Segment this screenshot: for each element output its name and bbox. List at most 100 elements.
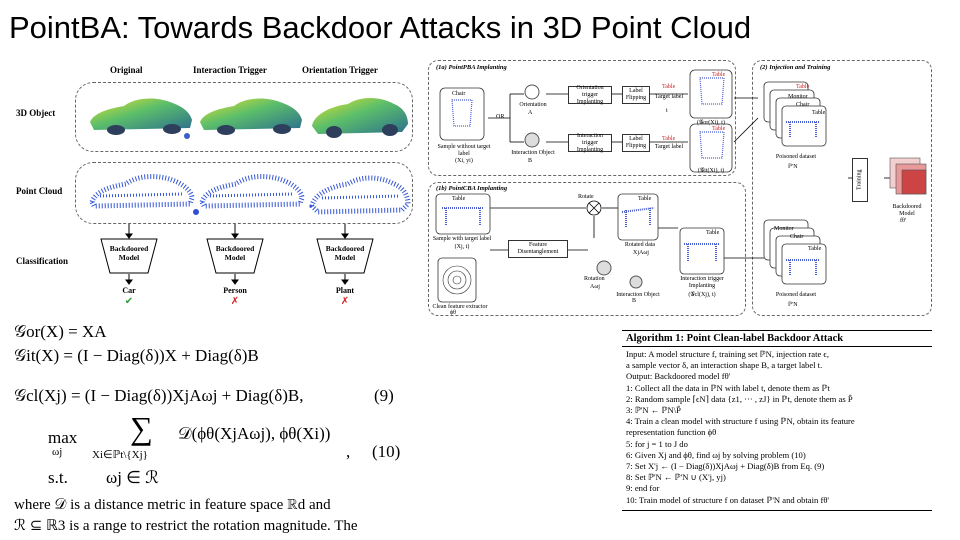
rotated-var: XjAωj	[633, 250, 649, 256]
g-it-output: (𝒢it(Xi), t)	[697, 168, 725, 174]
objective-function: 𝒟(ϕθ(XjAωj), ϕθ(Xi))	[178, 424, 331, 443]
orientation-implanting-box: Orientation trigger Implanting	[568, 85, 612, 105]
poisoned-dataset-label-1: Poisoned dataset	[775, 154, 817, 160]
algo-line-input-2: a sample vector δ, an interaction shape …	[626, 360, 823, 371]
slide-title: PointBA: Towards Backdoor Attacks in 3D …	[9, 10, 752, 45]
panel-1b-title: (1b) PointCBA Implanting	[436, 185, 508, 192]
table-red-label-2: Table	[662, 136, 676, 142]
interaction-implanting-label-2: Interaction trigger Implanting	[680, 276, 724, 289]
training-box: Training	[852, 158, 868, 202]
algo-line-9: 9: end for	[626, 483, 660, 494]
cross-icon: ✗	[340, 296, 350, 307]
sample-without-var: (Xi, yi)	[455, 158, 473, 164]
table-label-stack-2: Table	[808, 246, 822, 252]
interaction-var-1b: B	[632, 298, 637, 304]
label-flipping-box-1: Label Flipping	[622, 86, 650, 104]
chair-label-stack-2: Chair	[790, 234, 804, 240]
column-original: Original	[110, 65, 143, 75]
equation-number-10: (10)	[372, 442, 401, 461]
monitor-label-stack: Monitor	[788, 94, 808, 100]
panel-1a	[428, 60, 736, 176]
left-figure: Original Interaction Trigger Orientation…	[10, 58, 415, 308]
rotate-label: Rotate	[578, 194, 594, 200]
algo-line-3: 3: ℙ'N ← ℙN\P̂	[626, 405, 681, 416]
orientation-var: A	[528, 110, 533, 116]
table-label-final: Table	[706, 230, 720, 236]
constraint: ωj ∈ ℛ	[106, 468, 159, 487]
interaction-object-1b: Interaction Object	[616, 292, 660, 298]
model-label-line1: Backdoored	[325, 244, 365, 253]
panel-2	[752, 60, 932, 316]
equation-g-it: 𝒢it(X) = (I − Diag(δ))X + Diag(δ)B	[14, 346, 259, 365]
sample-without-label: Sample without target label	[437, 144, 491, 157]
column-interaction-trigger: Interaction Trigger	[193, 65, 267, 75]
row-label-3d-object: 3D Object	[16, 108, 56, 118]
algo-line-8: 8: Set ℙ'N ← ℙ'N ∪ (X'j, yj)	[626, 472, 726, 483]
table-label-1b: Table	[452, 196, 466, 202]
interaction-object-label: Interaction Object	[511, 150, 555, 156]
equation-g-cl: 𝒢cl(Xj) = (I − Diag(δ))XjAωj + Diag(δ)B,	[14, 386, 304, 405]
sample-with-var: (Xj, t)	[454, 244, 470, 250]
algo-line-4: 4: Train a clean model with structure f …	[626, 416, 855, 427]
poisoned-var-1: ℙ'N	[788, 164, 798, 170]
row-label-classification: Classification	[16, 256, 69, 266]
flow-arrows	[435, 69, 927, 303]
right-figure: (1a) PointPBA Implanting (1b) PointCBA I…	[428, 58, 933, 320]
label-flipping-box-2: Label Flipping	[622, 134, 650, 152]
max-subscript: ωj	[52, 446, 63, 458]
interaction-implanting-box: Interaction trigger Implanting	[568, 133, 612, 153]
algorithm-body: Input: A model structure f, training set…	[622, 347, 932, 508]
feature-disentanglement-box: Feature Disentanglement	[508, 240, 568, 258]
output-label-car: Car	[122, 286, 136, 295]
or-label: OR	[496, 114, 505, 120]
car-interaction	[200, 98, 302, 135]
table-red-label-1: Table	[662, 84, 676, 90]
object-panel	[75, 82, 413, 152]
comma: ,	[346, 442, 351, 461]
body-text-line-1: where 𝒟 is a distance metric in feature …	[14, 497, 331, 513]
classification-arrows	[125, 224, 349, 285]
target-label-2: Target label	[654, 144, 684, 150]
algorithm-title: Algorithm 1: Point Clean-label Backdoor …	[622, 330, 932, 347]
g-or-output: (𝒢or(Xi), t)	[697, 120, 725, 126]
model-label-line1: Backdoored	[215, 244, 255, 253]
chair-label: Chair	[452, 91, 466, 97]
orientation-label: Orientation	[519, 102, 547, 108]
algo-line-6: 6: Given Xj and ϕθ, find ωj by solving p…	[626, 449, 806, 460]
column-orientation-trigger: Orientation Trigger	[302, 65, 378, 75]
rotation-var: Aωj	[590, 284, 600, 290]
poisoned-dataset-label-2: Poisoned dataset	[775, 292, 817, 298]
table-thumb-label-1: Table	[712, 72, 726, 78]
panel-2-title: (2) Injection and Training	[760, 64, 831, 71]
model-label-line2: Model	[224, 253, 246, 262]
model-label-line2: Model	[334, 253, 356, 262]
car-orientation	[312, 98, 408, 138]
monitor-label-stack-2: Monitor	[774, 226, 794, 232]
sum-subscript: Xi∈ℙt\{Xj}	[92, 449, 148, 461]
panel-1a-title: (1a) PointPBA Implanting	[436, 64, 507, 71]
target-label-1: Target label	[654, 94, 684, 100]
target-var-1: t	[666, 108, 668, 114]
car-objects-image	[90, 98, 408, 139]
algorithm-bottom-rule	[622, 509, 932, 511]
panel-1b	[428, 182, 746, 316]
point-cloud-image	[89, 174, 411, 215]
phi-label: ϕθ	[450, 310, 457, 316]
model-label-line1: Backdoored	[109, 244, 149, 253]
point-cloud-panel	[75, 162, 413, 224]
output-label-plant: Plant	[335, 286, 355, 295]
backdoored-model-label: Backdoored Model	[892, 204, 922, 217]
equation-g-or: 𝒢or(X) = XA	[14, 322, 107, 341]
algo-line-5: 5: for j = 1 to J do	[626, 438, 688, 449]
algo-line-2: 2: Random sample ⌈ϵN⌉ data {z1, ··· , zJ…	[626, 393, 853, 404]
clean-extractor-label: Clean feature extractor	[432, 304, 488, 310]
car-original	[90, 98, 192, 135]
rotation-label: Rotation	[584, 276, 605, 282]
row-label-point-cloud: Point Cloud	[16, 186, 63, 196]
table-thumb-label-2: Table	[712, 126, 726, 132]
check-icon: ✔	[124, 296, 134, 307]
f-theta-label: fθ'	[900, 218, 906, 224]
